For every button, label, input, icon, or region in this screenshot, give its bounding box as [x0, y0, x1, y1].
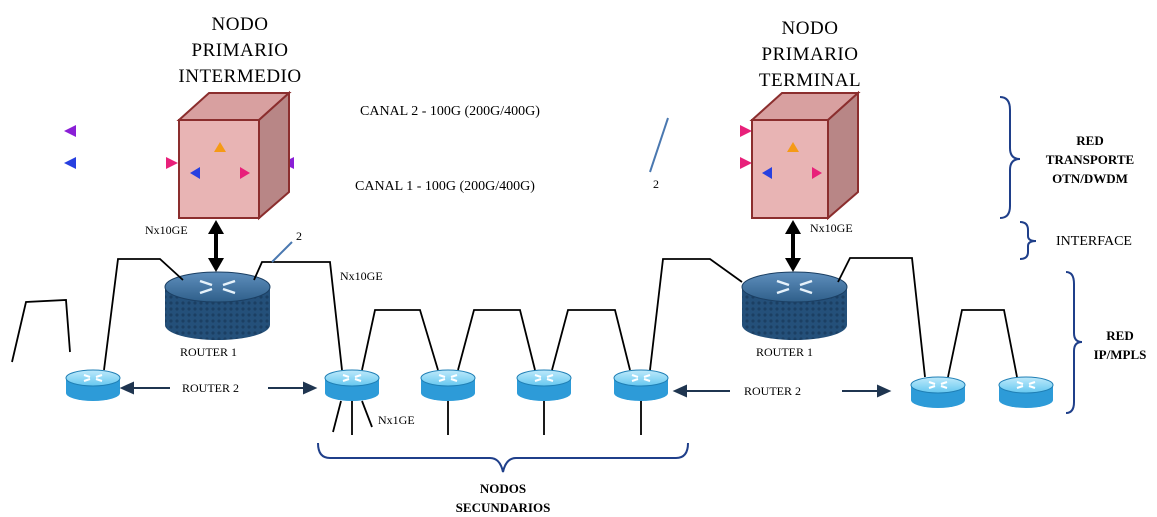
transport-layer-line2: TRANSPORTE [1045, 152, 1135, 167]
left-router1-label: ROUTER 1 [180, 345, 237, 359]
edge-router-4 [516, 369, 572, 401]
terminal-node-title-line2: PRIMARIO [761, 44, 859, 65]
terminal-node-cube [749, 90, 861, 221]
intermediate-node-title-line3: INTERMEDIO [178, 66, 302, 87]
router-arrows-icon [776, 279, 813, 295]
right-core-router [741, 271, 848, 340]
intermediate-node-title-line1: NODO [211, 14, 269, 35]
channel-2-line [64, 125, 752, 137]
ip-layer-line1: RED [1106, 328, 1134, 343]
channel-1-right-line [282, 157, 752, 169]
channel-1-left-line [64, 157, 178, 169]
edge-router-3 [420, 369, 476, 401]
left-router2-label: ROUTER 2 [182, 381, 239, 395]
fiber-count-label: 2 [653, 177, 659, 191]
router2-arrows [119, 381, 892, 398]
right-interface-link [785, 220, 801, 272]
ip-layer-line2: IP/MPLS [1093, 347, 1147, 362]
transport-layer-label: RED TRANSPORTE OTN/DWDM [1040, 131, 1140, 188]
secondary-nodes-line1: NODOS [479, 481, 527, 496]
ip-layer-label: RED IP/MPLS [1085, 326, 1155, 364]
router-arrows-icon [199, 279, 236, 295]
right-router1-label: ROUTER 1 [756, 345, 813, 359]
edge-router-1 [65, 369, 121, 401]
interface-layer-label: INTERFACE [1056, 234, 1132, 249]
nx1ge-label: Nx1GE [378, 413, 415, 427]
switching-arrows-icon [190, 142, 250, 179]
left-core-router [164, 271, 271, 340]
terminal-node-title-line1: NODO [781, 18, 839, 39]
channel-2-label: CANAL 2 - 100G (200G/400G) [360, 104, 540, 119]
middle-nx10ge-label: Nx10GE [340, 269, 383, 283]
terminal-node-title: NODO PRIMARIO TERMINAL [745, 16, 875, 94]
terminal-node-title-line3: TERMINAL [758, 70, 862, 91]
edge-router-2 [324, 369, 380, 401]
channel-1-label: CANAL 1 - 100G (200G/400G) [355, 179, 535, 194]
edge-router-7 [998, 376, 1054, 408]
layer-braces [317, 96, 1083, 473]
edge-router-5 [613, 369, 669, 401]
intermediate-node-cube [176, 90, 292, 221]
right-router2-label: ROUTER 2 [744, 384, 801, 398]
left-interface-link [208, 220, 224, 272]
transport-layer-line1: RED [1076, 133, 1104, 148]
intermediate-node-title: NODO PRIMARIO INTERMEDIO [175, 12, 305, 90]
edge-routers [65, 369, 1054, 408]
left-nx10ge-label: Nx10GE [145, 223, 188, 237]
switching-arrows-icon [762, 142, 822, 179]
connection-lines [11, 257, 1018, 435]
edge-router-6 [910, 376, 966, 408]
fiber-count-slash [649, 117, 669, 173]
link-count-slash [271, 241, 293, 263]
secondary-nodes-line2: SECUNDARIOS [455, 500, 551, 515]
intermediate-node-title-line2: PRIMARIO [191, 40, 289, 61]
secondary-brace [317, 442, 689, 473]
secondary-nodes-label: NODOS SECUNDARIOS [430, 479, 576, 517]
transport-layer-line3: OTN/DWDM [1052, 171, 1128, 186]
right-nx10ge-label: Nx10GE [810, 221, 853, 235]
link-count-label: 2 [296, 229, 302, 243]
